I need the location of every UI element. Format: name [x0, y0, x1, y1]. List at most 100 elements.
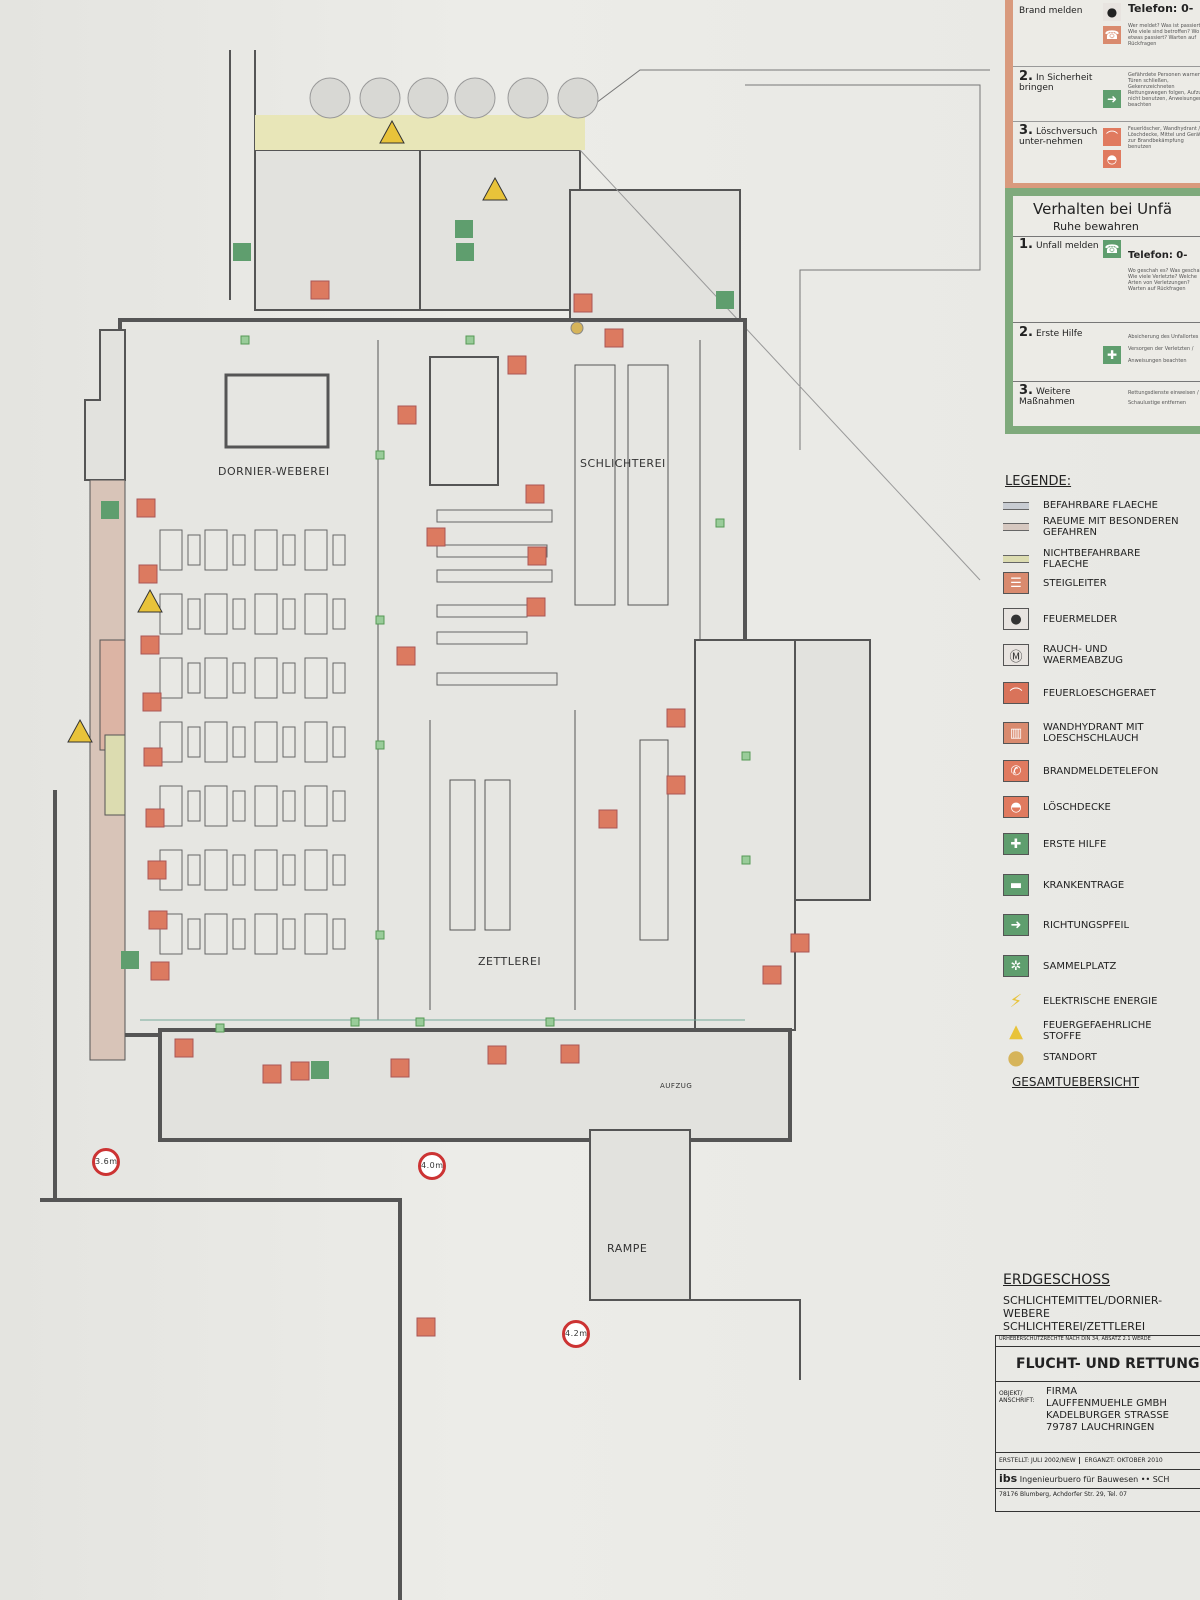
flammable-hazard-icon: ▲ — [1009, 1020, 1023, 1042]
fire-blanket-icon: ◓ — [1003, 796, 1029, 818]
step-number: 2. — [1019, 325, 1033, 340]
loom-machine — [187, 662, 201, 694]
assembly-point-icon: ✲ — [1003, 955, 1029, 977]
legend-item: ✆BRANDMELDETELEFON — [1003, 760, 1158, 782]
legend-label: FEUERLOESCHGERAET — [1043, 687, 1156, 699]
direction-arrow-icon — [715, 518, 725, 528]
fire-phone-number: Telefon: 0- — [1128, 2, 1194, 15]
loom-machine — [204, 785, 228, 827]
loom-machine — [332, 790, 346, 822]
loom-machine — [159, 529, 183, 571]
loom-machine — [282, 790, 296, 822]
fire-extinguisher-icon — [140, 635, 160, 655]
direction-arrow-icon — [215, 1023, 225, 1033]
direction-arrow-icon — [545, 1017, 555, 1027]
address-line: FIRMA — [1046, 1386, 1078, 1397]
fire-extinguisher-icon — [416, 1317, 436, 1337]
floor-subtitle-line2: SCHLICHTEREI/ZETTLEREI — [1003, 1320, 1146, 1333]
legend-label: LÖSCHDECKE — [1043, 801, 1111, 813]
electric-hazard-icon: ⚡ — [1009, 990, 1023, 1012]
legend-item: ⚡ELEKTRISCHE ENERGIE — [1003, 990, 1158, 1012]
fire-extinguisher-icon — [290, 1061, 310, 1081]
loom-machine — [332, 534, 346, 566]
non-drivable-swatch — [1003, 555, 1029, 563]
ladder-icon: ☰ — [1003, 572, 1029, 594]
fire-extinguisher-icon: ⌒ — [1103, 128, 1121, 146]
fire-extinguisher-icon — [560, 1044, 580, 1064]
tree — [454, 77, 496, 119]
location-icon: ● — [1007, 1045, 1025, 1069]
loom-machine — [332, 854, 346, 886]
direction-arrow-icon — [375, 450, 385, 460]
warping-beam — [436, 569, 553, 583]
direction-arrow-icon — [375, 740, 385, 750]
loom-machine — [254, 849, 278, 891]
loom-machine — [332, 598, 346, 630]
fire-extinguisher-icon — [604, 328, 624, 348]
floor-subtitle-line1: SCHLICHTEMITTEL/DORNIER-WEBERE — [1003, 1294, 1163, 1320]
loom-machine — [254, 593, 278, 635]
firm-address: 78176 Blumberg, Achdorfer Str. 29, Tel. … — [999, 1491, 1127, 1498]
accident-step3-notes: Rettungsdienste einweisen / Schaulustige… — [1128, 390, 1199, 406]
loom-machine — [204, 657, 228, 699]
object-label: OBJEKT/ ANSCHRIFT: — [999, 1390, 1035, 1404]
legend-label: NICHTBEFAHRBARE FLAECHE — [1043, 548, 1141, 570]
legend-item: ➜RICHTUNGSPFEIL — [1003, 914, 1129, 936]
fire-extinguisher-icon — [666, 708, 686, 728]
accident-phone-number: Telefon: 0- — [1128, 250, 1188, 261]
plan-heading: FLUCHT- UND RETTUNGS — [996, 1347, 1200, 1382]
legend-label: BEFAHRBARE FLAECHE — [1043, 500, 1158, 511]
drivable-area-swatch — [1003, 501, 1029, 510]
loom-machine — [232, 854, 246, 886]
loom-machine — [304, 657, 328, 699]
warping-beam — [436, 672, 558, 686]
fire-extinguisher-icon — [666, 775, 686, 795]
warping-beam — [436, 604, 528, 618]
legend-item: ⌒ FEUERLOESCHGERAET — [1003, 682, 1156, 704]
fire-extinguisher-icon — [138, 564, 158, 584]
loom-machine — [282, 662, 296, 694]
loom-machine — [187, 598, 201, 630]
fire-extinguisher-icon: ⌒ — [1003, 682, 1029, 704]
direction-arrow-icon — [350, 1017, 360, 1027]
area-label-warping: ZETTLEREI — [478, 955, 542, 968]
loom-machine — [187, 854, 201, 886]
fire-extinguisher-icon — [148, 910, 168, 930]
fire-extinguisher-icon — [598, 809, 618, 829]
hazard-warning-icon — [137, 588, 163, 613]
loom-machine — [304, 721, 328, 763]
fire-extinguisher-icon — [396, 646, 416, 666]
loom-machine — [204, 529, 228, 571]
fire-extinguisher-icon — [790, 933, 810, 953]
accident-procedure-box: Verhalten bei Unfä Ruhe bewahren 1.Unfal… — [1005, 188, 1200, 434]
hazard-warning-icon — [379, 119, 405, 144]
loom-machine — [254, 657, 278, 699]
fire-extinguisher-icon — [762, 965, 782, 985]
legend-label: RAUCH- UND WAERMEABZUG — [1043, 644, 1124, 666]
created-date: ERSTELLT: JULI 2002/NEW — [996, 1457, 1080, 1464]
area-label-elevator: AUFZUG — [660, 1082, 693, 1090]
fire-extinguisher-icon — [143, 747, 163, 767]
address-line: 79787 LAUCHRINGEN — [1046, 1422, 1155, 1433]
loom-machine — [254, 785, 278, 827]
loom-machine — [159, 721, 183, 763]
loom-machine — [254, 913, 278, 955]
loom-machine — [204, 721, 228, 763]
area-label-sizing: SCHLICHTEREI — [580, 457, 666, 470]
fire-extinguisher-icon — [507, 355, 527, 375]
fire-extinguisher-icon — [142, 692, 162, 712]
direction-arrow-icon: ➜ — [1003, 914, 1029, 936]
step-number: 3. — [1019, 123, 1033, 138]
legend-label: FEUERMELDER — [1043, 613, 1118, 625]
location-icon — [570, 321, 584, 335]
loom-machine — [332, 918, 346, 950]
legend-item: ●STANDORT — [1003, 1045, 1097, 1069]
fire-alarm-icon: ● — [1103, 3, 1121, 21]
address-line: KADELBURGER STRASSE — [1046, 1410, 1169, 1421]
legend-item: ▥WANDHYDRANT MIT LOESCHSCHLAUCH — [1003, 722, 1183, 744]
legend-item: ▲FEUERGEFAEHRLICHE STOFFE — [1003, 1020, 1183, 1042]
legend-item: RAEUME MIT BESONDEREN GEFAHREN — [1003, 516, 1183, 538]
first-aid-icon — [121, 951, 139, 969]
loom-machine — [204, 593, 228, 635]
smoke-vent-icon: Ⓜ — [1003, 644, 1029, 666]
